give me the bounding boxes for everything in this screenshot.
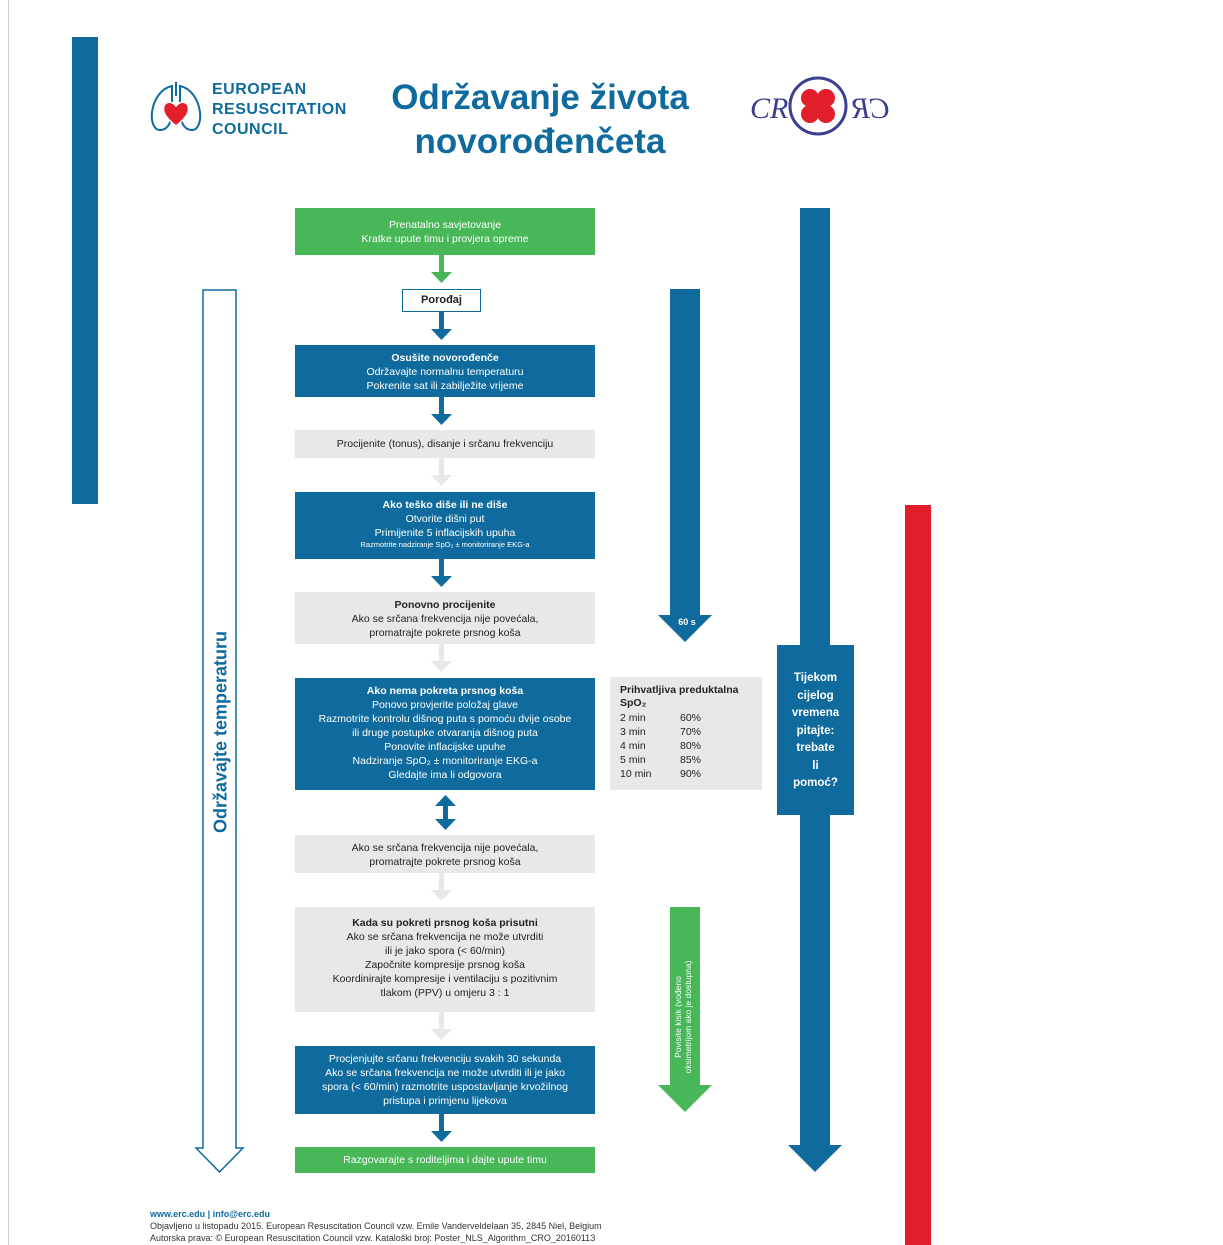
chestmove-line3: Započnite kompresije prsnog koša bbox=[365, 959, 525, 971]
reassess-line2: promatrajte pokrete prsnog koša bbox=[369, 627, 521, 639]
erc-lungs-heart-logo bbox=[150, 82, 202, 132]
spo2-value: 85% bbox=[680, 754, 702, 766]
gasp-line3: Razmotrite nadziranje SpO₂ ± monitoriran… bbox=[360, 540, 530, 549]
spo2-row: 4 min 80% bbox=[620, 739, 701, 753]
reassess30-line1: Procjenjujte srčanu frekvenciju svakih 3… bbox=[328, 1053, 562, 1065]
nochest-line3: ili druge postupke otvaranja dišnog puta bbox=[352, 727, 538, 739]
spo2-value: 60% bbox=[680, 712, 702, 724]
page-title-line2: novorođenčeta bbox=[414, 122, 666, 161]
chestmove-line5: tlakom (PPV) u omjeru 3 : 1 bbox=[380, 987, 510, 999]
spo2-time: 3 min bbox=[620, 726, 646, 738]
help-line6: li bbox=[812, 759, 819, 772]
spo2-time: 5 min bbox=[620, 754, 646, 766]
footer: www.erc.edu | info@erc.edu Objavljeno u … bbox=[150, 1208, 602, 1244]
svg-text:CR: CR bbox=[852, 92, 890, 125]
decorative-red-bar bbox=[905, 505, 931, 1245]
decorative-blue-bar bbox=[72, 37, 98, 504]
prenatal-line2: Kratke upute timu i provjera opreme bbox=[361, 233, 529, 245]
reassess30-line3: spora (< 60/min) razmotrite uspostavljan… bbox=[322, 1081, 568, 1093]
footer-links[interactable]: www.erc.edu | info@erc.edu bbox=[150, 1209, 270, 1219]
chestmove-line1: Ako se srčana frekvencija ne može utvrdi… bbox=[346, 931, 544, 943]
no-chest-movement-box: Ako nema pokreta prsnog koša Ponovo prov… bbox=[295, 678, 595, 790]
spo2-row: 2 min 60% bbox=[620, 711, 701, 725]
help-line7: pomoć? bbox=[793, 777, 838, 789]
dry-line2: Pokrenite sat ili zabilježite vrijeme bbox=[366, 380, 524, 392]
dry-title: Osušite novorođenče bbox=[391, 352, 499, 364]
spo2-time: 10 min bbox=[620, 768, 652, 780]
footer-published: Objavljeno u listopadu 2015. European Re… bbox=[150, 1221, 602, 1231]
nochest-line5: Nadziranje SpO₂ ± monitoriranje EKG-a bbox=[352, 755, 538, 767]
help-line5: trebate bbox=[796, 742, 835, 754]
help-line2: cijelog bbox=[797, 689, 834, 702]
spo2-rows: 2 min 60% 3 min 70% 4 min 80% 5 min 85% 10 m… bbox=[620, 711, 701, 781]
page-edge-line bbox=[8, 0, 9, 1245]
spo2-title-sub: SpO₂ bbox=[620, 697, 647, 709]
nochest-line6: Gledajte ima li odgovora bbox=[388, 769, 502, 781]
erc-name-line2: RESUSCITATION bbox=[212, 101, 347, 118]
help-line3: vremena bbox=[791, 707, 840, 719]
chestmove-line4: Koordinirajte kompresije i ventilaciju s… bbox=[332, 973, 558, 985]
spo2-row: 10 min 90% bbox=[620, 767, 701, 781]
talk-label: Razgovarajte s roditeljima i dajte upute… bbox=[343, 1154, 547, 1166]
nohr-line1: Ako se srčana frekvencija nije povećala, bbox=[351, 842, 539, 854]
reassess-30s-box: Procjenjujte srčanu frekvenciju svakih 3… bbox=[295, 1046, 595, 1114]
spo2-row: 5 min 85% bbox=[620, 753, 701, 767]
spo2-time: 2 min bbox=[620, 712, 646, 724]
cro-council-logo: CR CR bbox=[750, 76, 890, 136]
nochest-title: Ako nema pokreta prsnog koša bbox=[366, 685, 524, 697]
chestmove-line2: ili je jako spora (< 60/min) bbox=[385, 945, 505, 957]
reassess30-line2: Ako se srčana frekvencija ne može utvrdi… bbox=[325, 1067, 565, 1079]
prenatal-counselling-box: Prenatalno savjetovanje Kratke upute tim… bbox=[295, 208, 595, 255]
reassess-box: Ponovno procijenite Ako se srčana frekve… bbox=[295, 592, 595, 644]
erc-name: EUROPEAN RESUSCITATION COUNCIL bbox=[212, 80, 347, 140]
reassess-line1: Ako se srčana frekvencija nije povećala, bbox=[351, 613, 539, 625]
dry-baby-box: Osušite novorođenče Održavajte normalnu … bbox=[295, 345, 595, 397]
assess-box: Procijenite (tonus), disanje i srčanu fr… bbox=[295, 430, 595, 458]
chestmove-title: Kada su pokreti prsnog koša prisutni bbox=[352, 917, 538, 929]
spo2-title: Prihvatljiva preduktalna bbox=[620, 684, 739, 696]
call-for-help-box: Tijekom cijelog vremena pitajte: trebate… bbox=[777, 645, 854, 815]
spo2-row: 3 min 70% bbox=[620, 725, 701, 739]
gasp-line1: Otvorite dišni put bbox=[405, 513, 485, 525]
spo2-table: Prihvatljiva preduktalna SpO₂ 2 min 60% 3… bbox=[610, 677, 762, 790]
birth-box: Porođaj bbox=[402, 289, 481, 312]
spo2-value: 90% bbox=[680, 768, 702, 780]
dry-line1: Održavajte normalnu temperaturu bbox=[366, 366, 524, 378]
oxygen-line1: Povisite kisik (vođeno bbox=[673, 976, 683, 1058]
birth-label: Porođaj bbox=[421, 294, 462, 306]
erc-name-line3: COUNCIL bbox=[212, 121, 289, 138]
temperature-label: Održavajte temperaturu bbox=[210, 630, 231, 834]
chest-moving-box: Kada su pokreti prsnog koša prisutni Ako… bbox=[295, 907, 595, 1012]
spo2-value: 70% bbox=[680, 726, 702, 738]
spo2-value: 80% bbox=[680, 740, 702, 752]
nohr-line2: promatrajte pokrete prsnog koša bbox=[369, 856, 521, 868]
page-title-line1: Održavanje života bbox=[391, 78, 689, 117]
erc-name-line1: EUROPEAN bbox=[212, 81, 307, 98]
nochest-line2: Razmotrite kontrolu dišnog puta s pomoću… bbox=[318, 713, 572, 725]
page-title: Održavanje života novorođenčeta bbox=[370, 76, 710, 164]
no-hr-increase-box: Ako se srčana frekvencija nije povećala,… bbox=[295, 835, 595, 873]
oxygen-label: Povisite kisik (vođeno oksimetrijom ako … bbox=[673, 947, 697, 1087]
help-line1: Tijekom bbox=[793, 672, 838, 684]
svg-text:CR: CR bbox=[750, 92, 788, 125]
reassess30-line4: pristupa i primjenu lijekova bbox=[383, 1095, 507, 1107]
spo2-time: 4 min bbox=[620, 740, 646, 752]
nochest-line4: Ponovite inflacijske upuhe bbox=[384, 741, 506, 753]
gasp-line2: Primijenite 5 inflacijskih upuha bbox=[374, 527, 516, 539]
assess-label: Procijenite (tonus), disanje i srčanu fr… bbox=[336, 438, 554, 450]
gasp-title: Ako teško diše ili ne diše bbox=[382, 499, 508, 511]
help-line4: pitajte: bbox=[796, 724, 835, 737]
reassess-title: Ponovno procijenite bbox=[394, 599, 496, 611]
nochest-line1: Ponovo provjerite položaj glave bbox=[372, 699, 518, 711]
talk-to-parents-box: Razgovarajte s roditeljima i dajte upute… bbox=[295, 1147, 595, 1173]
footer-copyright: Autorska prava: © European Resuscitation… bbox=[150, 1233, 596, 1243]
oxygen-line2: oksimetrijom ako je dostupna) bbox=[683, 960, 693, 1074]
prenatal-line1: Prenatalno savjetovanje bbox=[388, 219, 502, 231]
sixty-seconds-label: 60 s bbox=[678, 617, 696, 627]
gasping-box: Ako teško diše ili ne diše Otvorite dišn… bbox=[295, 492, 595, 559]
